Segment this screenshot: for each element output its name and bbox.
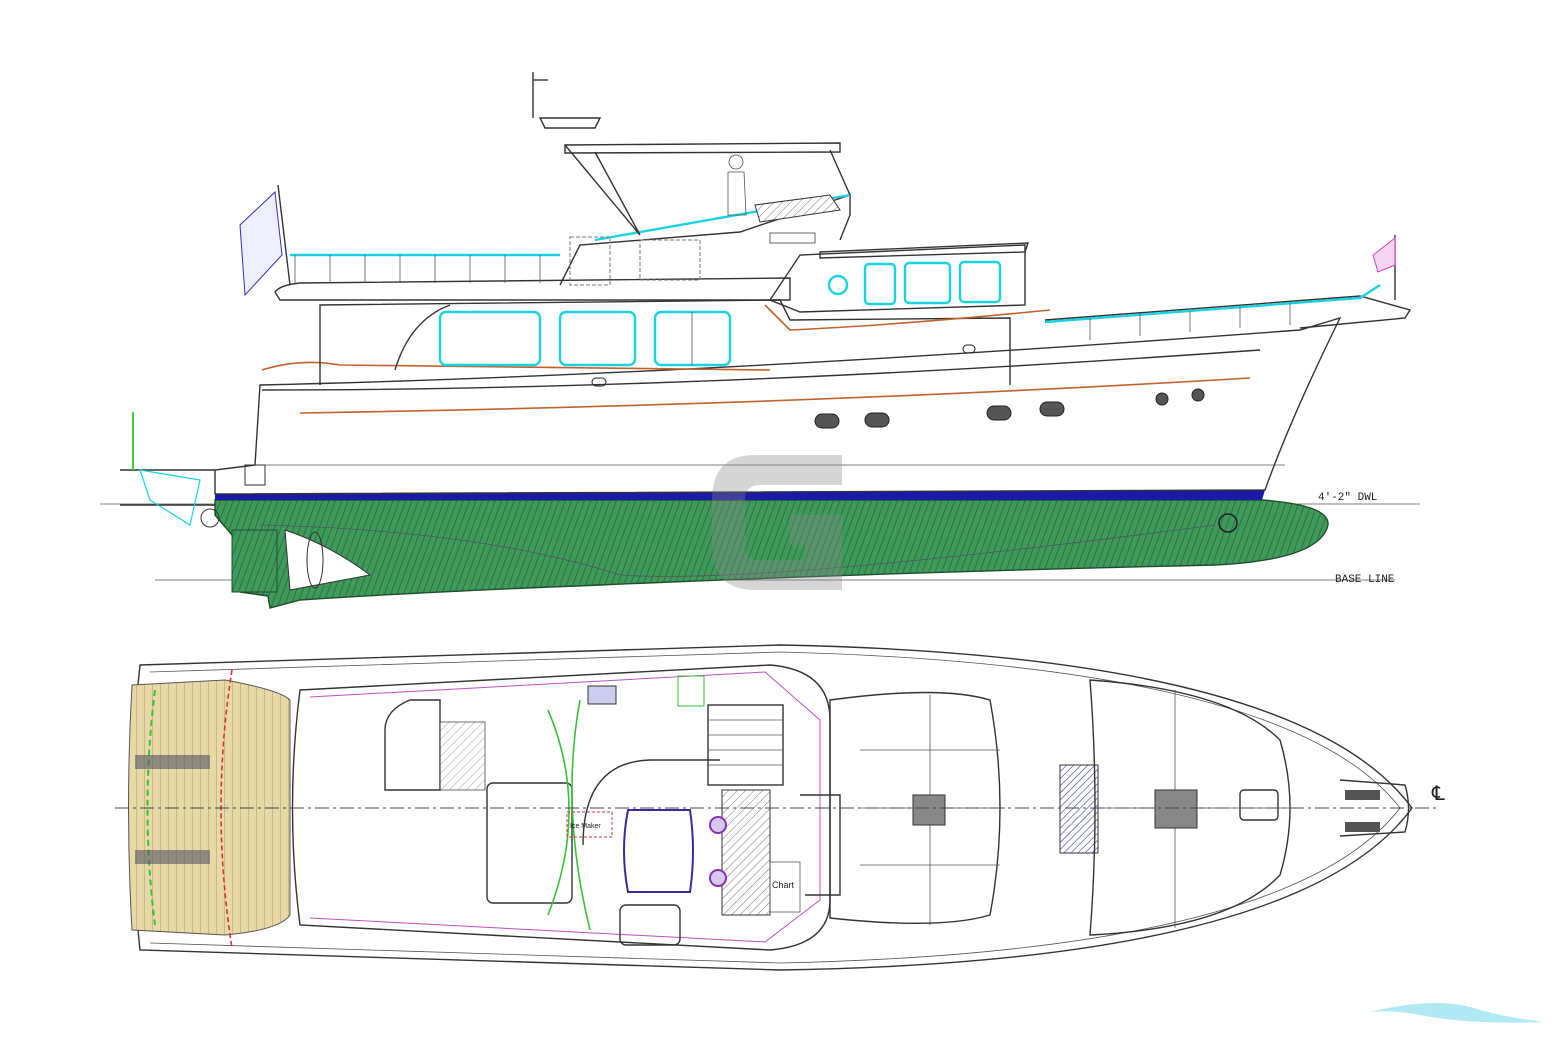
companionway-stair xyxy=(384,699,441,791)
deck-hatch xyxy=(912,794,946,826)
propeller xyxy=(306,531,324,589)
topsides xyxy=(214,316,1342,495)
anchor-roller xyxy=(1345,822,1380,832)
centerline-symbol: ℄ xyxy=(1431,781,1445,805)
boot-stripe xyxy=(215,490,1265,500)
ice-maker-label: Ice Maker xyxy=(570,823,601,830)
keel-line xyxy=(259,524,1216,577)
cabin-top-nonskid xyxy=(829,691,1001,925)
portlights xyxy=(591,344,1205,429)
chart-table xyxy=(769,861,801,913)
chart-label: Chart xyxy=(772,880,795,890)
rudder xyxy=(231,529,278,593)
flybridge-plan xyxy=(291,664,831,951)
flybridge-deck xyxy=(274,277,791,301)
pilothouse xyxy=(768,244,1026,313)
helm-table xyxy=(623,809,694,893)
profile-view: 4'-2" DWL BASE LINE xyxy=(100,72,1420,609)
hardtop xyxy=(564,142,841,154)
prop-aperture xyxy=(284,529,372,591)
anchor-roller xyxy=(1345,790,1380,800)
davit-chock xyxy=(135,850,210,864)
helm-chair xyxy=(709,816,727,834)
ice-maker-box xyxy=(566,811,613,838)
rubrail xyxy=(299,377,1251,414)
helm-stair xyxy=(707,704,784,786)
pilothouse-windows xyxy=(827,260,1002,306)
waterline-label: 4'-2" DWL xyxy=(1318,492,1377,504)
davit-chock xyxy=(135,755,210,769)
stern-flag xyxy=(239,190,283,297)
brand-swoosh-watermark xyxy=(1370,1002,1545,1023)
baseline-label: BASE LINE xyxy=(1335,574,1395,586)
foredeck-nonskid xyxy=(1089,679,1291,936)
windlass-locker xyxy=(1059,764,1099,854)
bow-rail xyxy=(1044,283,1381,324)
stern-flagstaff xyxy=(277,184,291,286)
helm-console xyxy=(619,904,681,946)
helm-station xyxy=(721,789,771,916)
forward-hatch xyxy=(1154,789,1198,829)
bow-flag xyxy=(1372,236,1396,273)
watermark-logo xyxy=(712,455,842,590)
person-figure xyxy=(727,154,747,216)
salon-windows xyxy=(438,310,732,367)
anchor-windlass xyxy=(1239,789,1279,821)
plan-view: Ice Maker Chart ℄ xyxy=(115,644,1445,971)
antifouling-hull xyxy=(214,499,1329,609)
rubrail-aft xyxy=(261,361,771,371)
helm-seat-back xyxy=(754,194,841,223)
bow-thruster xyxy=(1218,513,1238,533)
settee xyxy=(486,782,573,904)
main-cabin xyxy=(319,299,1011,385)
bow-pulpit xyxy=(1044,295,1412,329)
radar-dome xyxy=(538,117,602,129)
helm-chair xyxy=(709,869,727,887)
